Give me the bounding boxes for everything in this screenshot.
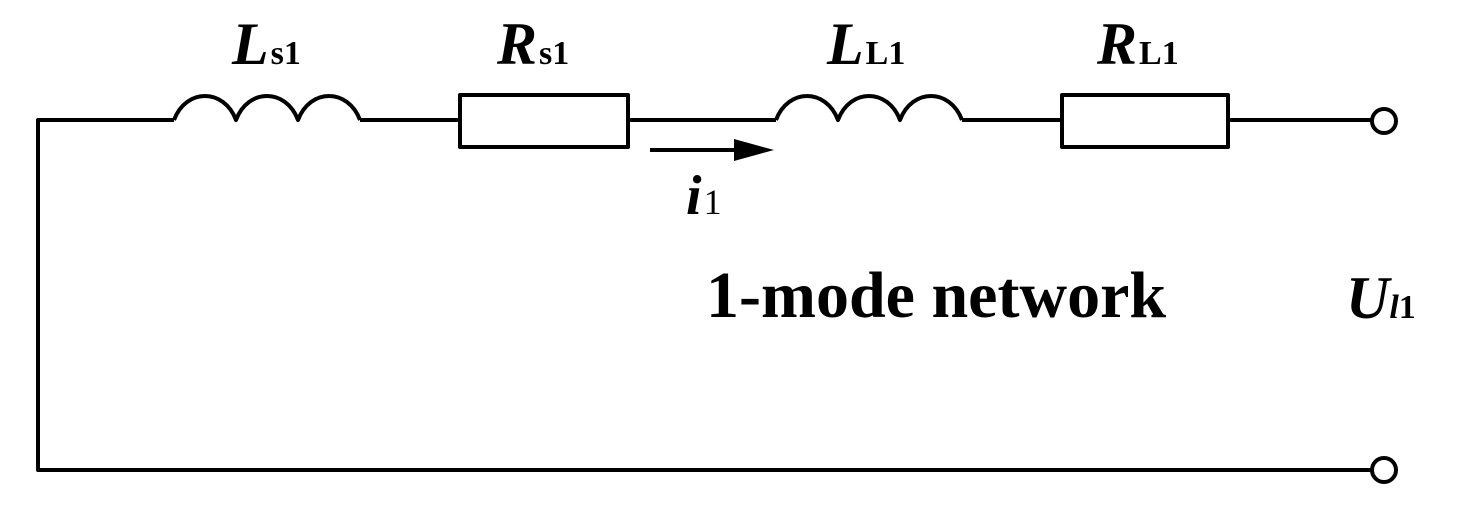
label-rs1: Rs1	[496, 11, 569, 77]
label-rl1: RL1	[1096, 11, 1179, 77]
terminal-top	[1370, 107, 1398, 135]
label-ll1: LL1	[826, 11, 905, 77]
inductor-ls1	[172, 94, 362, 122]
resistor-rs1	[458, 93, 630, 149]
resistor-rl1	[1060, 93, 1230, 149]
label-voltage-ul1: Ul1	[1346, 265, 1416, 331]
current-arrow-head	[734, 139, 774, 161]
left-wire	[36, 118, 1372, 472]
inductor-ll1	[774, 94, 964, 122]
network-label: 1-mode network	[706, 259, 1166, 332]
label-ls1: Ls1	[231, 11, 301, 77]
terminal-bottom	[1370, 456, 1398, 484]
label-current-i1: i1	[686, 165, 722, 227]
